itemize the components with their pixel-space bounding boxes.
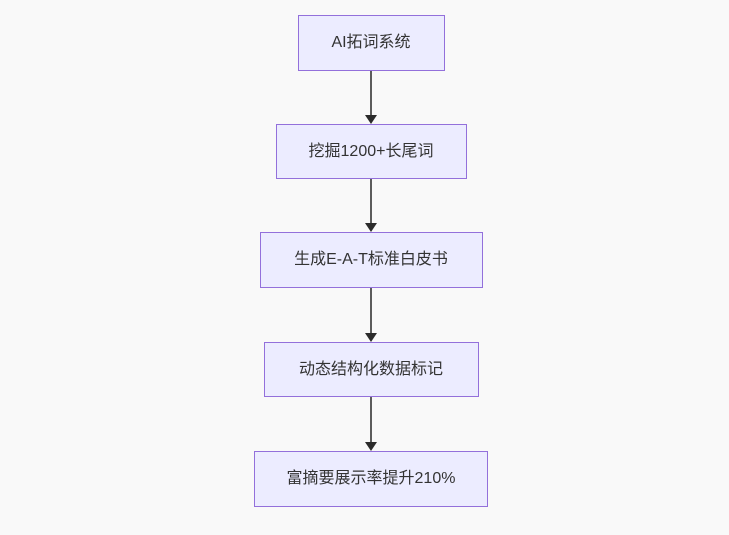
arrow-down-icon	[365, 223, 377, 232]
flowchart: AI拓词系统 挖掘1200+长尾词 生成E-A-T标准白皮书 动态结构化数据标记…	[254, 15, 488, 507]
flow-node-structured-data-markup: 动态结构化数据标记	[263, 342, 479, 397]
arrow-line	[370, 71, 372, 115]
arrow-line	[370, 288, 372, 333]
flow-node-label: AI拓词系统	[331, 34, 411, 51]
flow-node-ai-word-expansion: AI拓词系统	[297, 15, 445, 71]
flow-node-label: 挖掘1200+长尾词	[308, 142, 434, 160]
flow-node-eat-whitepaper: 生成E-A-T标准白皮书	[259, 232, 483, 288]
arrow-down-connector	[365, 179, 377, 232]
flow-node-label: 动态结构化数据标记	[298, 360, 443, 378]
arrow-line	[370, 397, 372, 442]
flow-node-label: 富摘要展示率提升210%	[286, 470, 456, 487]
flow-node-rich-snippet-rate: 富摘要展示率提升210%	[254, 451, 488, 507]
arrow-down-icon	[365, 442, 377, 451]
arrow-down-icon	[365, 115, 377, 124]
flow-node-label: 生成E-A-T标准白皮书	[294, 251, 448, 268]
arrow-down-connector	[365, 71, 377, 124]
arrow-down-connector	[365, 288, 377, 342]
arrow-down-connector	[365, 397, 377, 451]
flow-node-longtail-keywords: 挖掘1200+长尾词	[275, 124, 467, 179]
arrow-down-icon	[365, 333, 377, 342]
arrow-line	[370, 179, 372, 223]
